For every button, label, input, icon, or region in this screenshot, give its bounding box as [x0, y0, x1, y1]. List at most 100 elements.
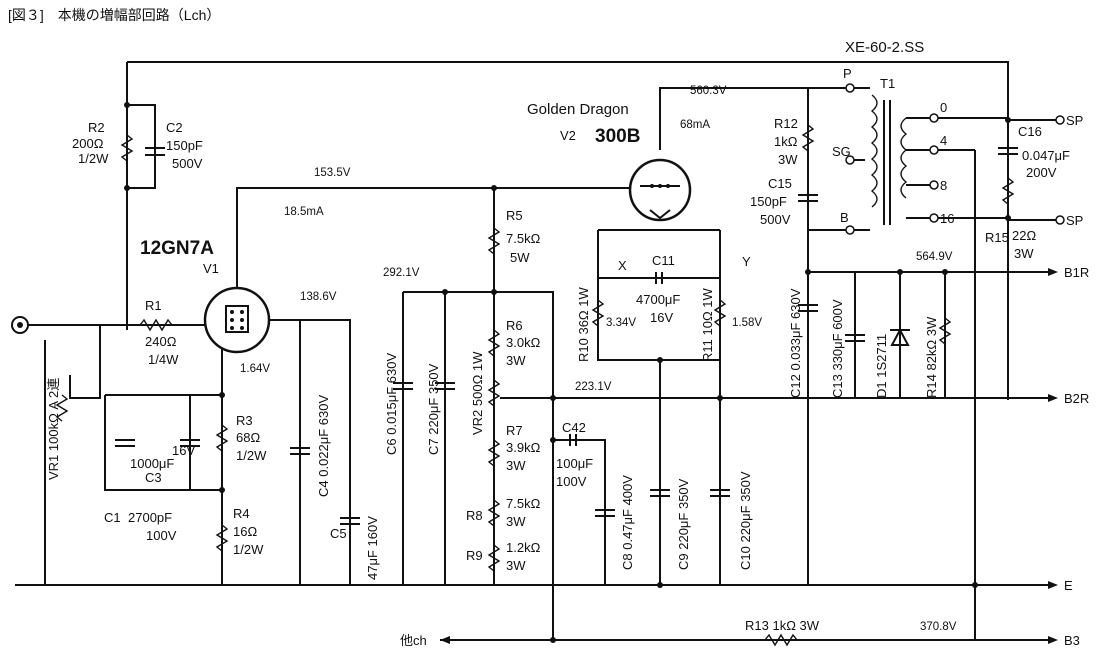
v1-type: 12GN7A — [140, 238, 214, 259]
r6-value: 3.0kΩ — [506, 335, 541, 350]
terminal-sg: SG — [832, 144, 851, 159]
r7-name: R7 — [506, 423, 523, 438]
c42-name: C42 — [562, 420, 586, 435]
c7-label: C7 220μF 350V — [426, 363, 441, 455]
r4-value: 16Ω — [233, 524, 257, 539]
sp-terminal-2 — [1055, 215, 1065, 225]
sp-label-1: SP — [1066, 113, 1083, 128]
resistors — [55, 124, 1015, 647]
r6-name: R6 — [506, 318, 523, 333]
tube-v1 — [203, 286, 271, 354]
transformer-model: XE-60-2.SS — [845, 39, 924, 56]
r10-label: R10 36Ω 1W — [576, 287, 591, 362]
v1-ref: V1 — [203, 261, 219, 276]
terminal-b3: B3 — [1064, 633, 1080, 648]
r14-label: R14 82kΩ 3W — [924, 316, 939, 398]
sp-label-2: SP — [1066, 213, 1083, 228]
c2-value: 150pF — [166, 138, 203, 153]
capacitors — [115, 147, 1018, 525]
c2-name: C2 — [166, 120, 183, 135]
terminal-8: 8 — [940, 178, 947, 193]
d1-label: D1 1S2711 — [874, 334, 889, 398]
v1-plate-current: 18.5mA — [284, 206, 324, 218]
r12-value: 1kΩ — [774, 134, 798, 149]
r1-power: 1/4W — [148, 352, 179, 367]
c42-value: 100μF — [556, 456, 593, 471]
node-164v: 1.64V — [240, 363, 270, 375]
r7-value: 3.9kΩ — [506, 440, 541, 455]
c13-label: C13 330μF 600V — [830, 299, 845, 398]
c9-label: C9 220μF 350V — [676, 478, 691, 570]
v2-type: 300B — [595, 126, 640, 147]
r8-power: 3W — [506, 514, 526, 529]
v2-brand: Golden Dragon — [527, 101, 629, 118]
component-labels: R2 200Ω 1/2W C2 150pF 500V R1 240Ω 1/4W … — [46, 116, 1070, 633]
c11-value: 4700μF — [636, 292, 680, 307]
r5-power: 5W — [510, 250, 530, 265]
r5-name: R5 — [506, 208, 523, 223]
figure-caption: [図３] 本機の増幅部回路（Lch） — [8, 7, 220, 23]
r2-name: R2 — [88, 120, 105, 135]
r15-name: R15 — [985, 230, 1009, 245]
c15-value: 150pF — [750, 194, 787, 209]
r3-power: 1/2W — [236, 448, 267, 463]
r15-value: 22Ω — [1012, 228, 1036, 243]
wiring — [15, 61, 1058, 641]
node-x: X — [618, 258, 627, 273]
c1-value: 2700pF — [128, 510, 172, 525]
r8-value: 7.5kΩ — [506, 496, 541, 511]
sp-terminal-1 — [1055, 115, 1065, 125]
c3-value: 1000μF — [130, 456, 174, 471]
vr1-label: VR1 100kΩ A 2連 — [46, 378, 61, 480]
v2-ref: V2 — [560, 128, 576, 143]
v2-plate-current: 68mA — [680, 119, 710, 131]
vr2-label: VR2 500Ω 1W — [470, 351, 485, 435]
r8-name: R8 — [466, 508, 483, 523]
c16-value: 0.047μF — [1022, 148, 1070, 163]
r13-label: R13 1kΩ 3W — [745, 618, 820, 633]
r12-name: R12 — [774, 116, 798, 131]
arrow-heads — [440, 268, 1058, 644]
c5-name: C5 — [330, 526, 347, 541]
c10-label: C10 220μF 350V — [738, 471, 753, 570]
r2-value: 200Ω — [72, 136, 104, 151]
c2-voltage: 500V — [172, 156, 203, 171]
tube-v2 — [628, 158, 692, 222]
output-transformer — [845, 83, 939, 235]
c1-name: C1 — [104, 510, 121, 525]
r4-name: R4 — [233, 506, 250, 521]
terminal-b: B — [840, 210, 849, 225]
r5-value: 7.5kΩ — [506, 231, 541, 246]
r12-power: 3W — [778, 152, 798, 167]
terminal-other-ch: 他ch — [400, 633, 427, 648]
terminal-4: 4 — [940, 133, 947, 148]
c11-voltage: 16V — [650, 310, 673, 325]
node-158v: 1.58V — [732, 317, 762, 329]
c3-name: C3 — [145, 470, 162, 485]
c16-name: C16 — [1018, 124, 1042, 139]
terminal-b1r: B1R — [1064, 265, 1089, 280]
c3-voltage: 16V — [172, 443, 195, 458]
node-y: Y — [742, 254, 751, 269]
v1-plate-voltage: 153.5V — [314, 167, 351, 179]
r9-name: R9 — [466, 548, 483, 563]
terminal-p: P — [843, 66, 852, 81]
terminal-e: E — [1064, 578, 1073, 593]
node-564v: 564.9V — [916, 251, 953, 263]
r11-label: R11 10Ω 1W — [700, 287, 715, 362]
r1-value: 240Ω — [145, 334, 177, 349]
r4-power: 1/2W — [233, 542, 264, 557]
c15-name: C15 — [768, 176, 792, 191]
c8-label: C8 0.47μF 400V — [620, 475, 635, 570]
node-292v: 292.1V — [383, 267, 420, 279]
junction-dots — [124, 102, 1011, 643]
r9-value: 1.2kΩ — [506, 540, 541, 555]
terminal-0: 0 — [940, 100, 947, 115]
r7-power: 3W — [506, 458, 526, 473]
t1-label: T1 — [880, 76, 895, 91]
terminal-16: 16 — [940, 211, 954, 226]
c1-voltage: 100V — [146, 528, 177, 543]
r2-power: 1/2W — [78, 151, 109, 166]
c5-value: 47μF 160V — [365, 516, 380, 580]
